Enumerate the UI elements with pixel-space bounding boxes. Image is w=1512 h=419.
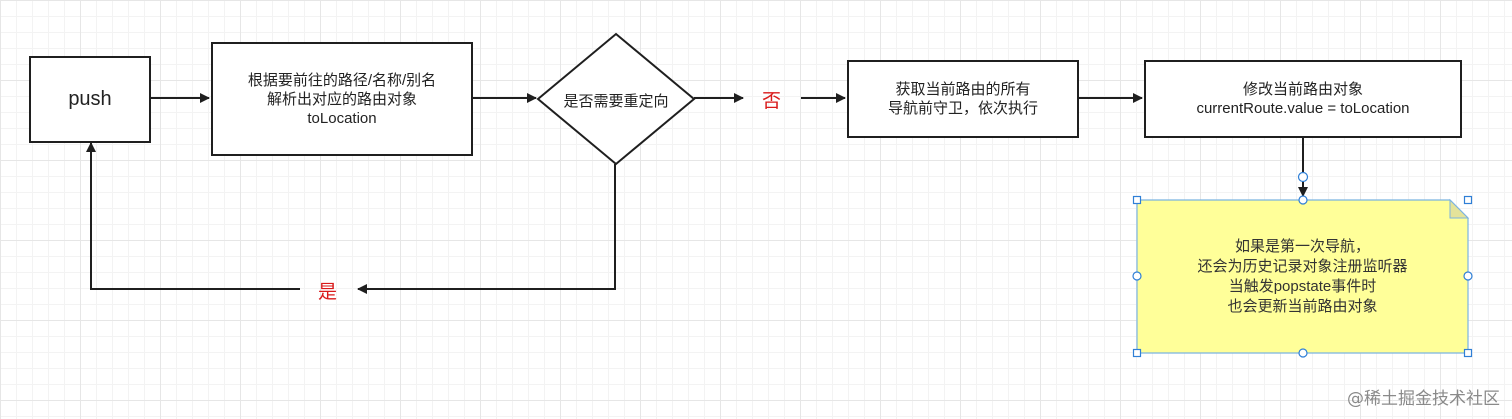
branch-label-no: 否: [762, 90, 782, 112]
edge-yes-label-to-push: [86, 142, 300, 290]
note-fold: [1449, 198, 1470, 219]
edge-decision-to-yes-label: [357, 164, 616, 294]
update-route-label: 修改当前路由对象 currentRoute.value = toLocation: [1196, 81, 1410, 117]
update-route-node[interactable]: 修改当前路由对象 currentRoute.value = toLocation: [1144, 60, 1462, 138]
branch-label-yes: 是: [318, 281, 338, 303]
watermark: @稀土掘金技术社区: [1347, 389, 1500, 409]
connection-point-bottom[interactable]: [1298, 348, 1308, 358]
connection-point-right[interactable]: [1463, 271, 1473, 281]
rotate-handle[interactable]: [1297, 171, 1309, 183]
resize-handle-bottom-right[interactable]: [1463, 348, 1473, 358]
decision-label: 是否需要重定向: [563, 92, 669, 110]
resize-handle-top-right[interactable]: [1463, 195, 1473, 205]
resolve-location-node[interactable]: 根据要前往的路径/名称/别名 解析出对应的路由对象 toLocation: [211, 42, 473, 156]
guards-label: 获取当前路由的所有 导航前守卫，依次执行: [887, 81, 1038, 117]
resize-handle-bottom-left[interactable]: [1132, 348, 1142, 358]
connection-point-left[interactable]: [1132, 271, 1142, 281]
connection-point-top[interactable]: [1298, 195, 1308, 205]
guards-node[interactable]: 获取当前路由的所有 导航前守卫，依次执行: [847, 60, 1079, 138]
resolve-location-label: 根据要前往的路径/名称/别名 解析出对应的路由对象 toLocation: [247, 71, 437, 127]
push-node-label: push: [68, 88, 112, 110]
selection-handles[interactable]: [1132, 171, 1473, 358]
note-shape[interactable]: [1136, 199, 1469, 354]
resize-handle-top-left[interactable]: [1132, 195, 1142, 205]
push-node[interactable]: push: [29, 56, 151, 143]
